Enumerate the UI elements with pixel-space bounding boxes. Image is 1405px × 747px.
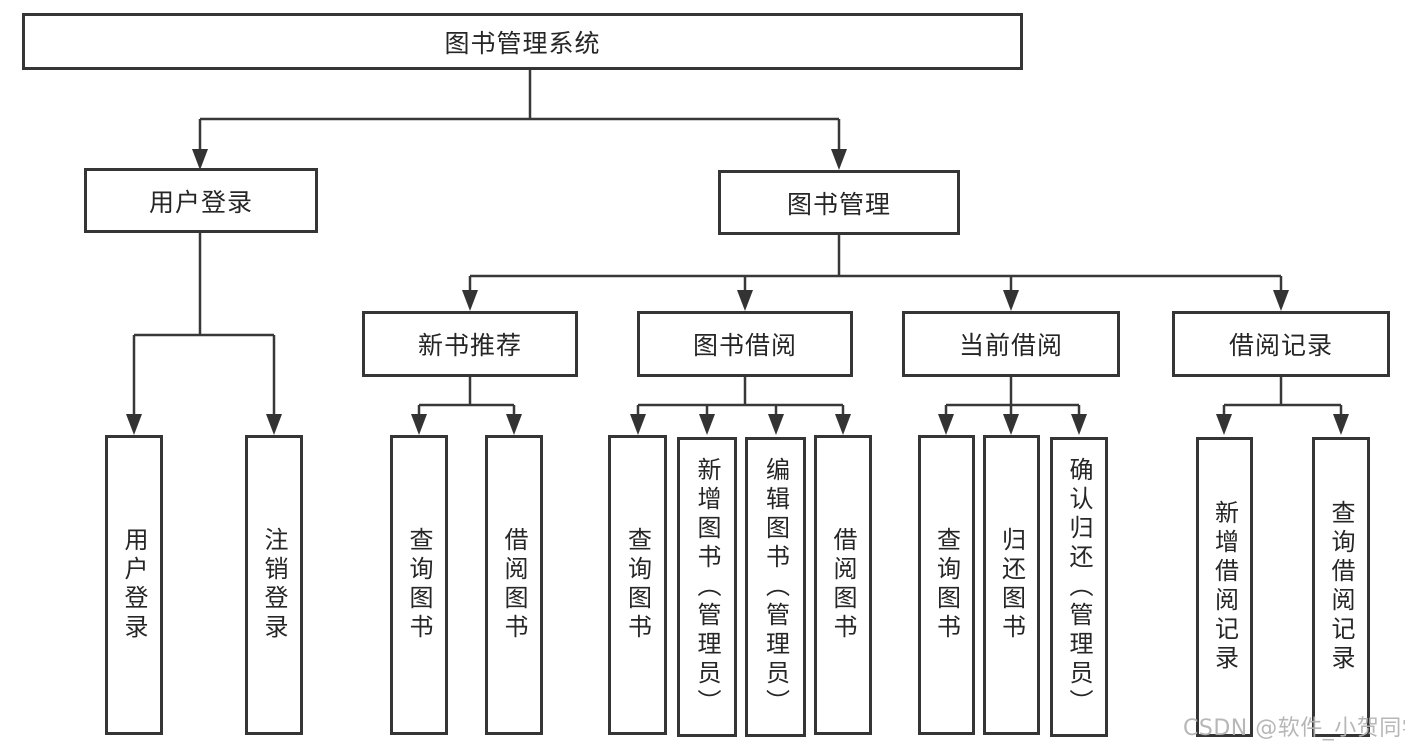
csdn-watermark: CSDN @软件_小贺同学 [1183,716,1405,741]
node-borrowing-records: 借阅记录 [1172,311,1390,377]
leaf-current-query-books: 查询图书 [918,435,975,735]
node-book-management-module: 图书管理 [718,170,960,235]
node-library-management-system: 图书管理系统 [22,13,1023,70]
leaf-logout: 注销登录 [245,435,303,735]
leaf-borrow-add-books-admin: 新增图书（管理员） [677,437,737,737]
leaf-borrow-borrow-books: 借阅图书 [814,435,872,735]
leaf-user-login: 用户登录 [105,435,163,735]
node-current-borrowing: 当前借阅 [902,311,1120,377]
leaf-current-return-books: 归还图书 [983,435,1040,735]
node-book-borrowing: 图书借阅 [637,311,853,377]
leaf-records-add-borrow-record: 新增借阅记录 [1196,437,1253,737]
leaf-borrow-edit-books-admin: 编辑图书（管理员） [745,437,806,737]
node-new-book-recommend: 新书推荐 [362,311,578,377]
leaf-borrow-query-books: 查询图书 [608,435,667,735]
leaf-current-confirm-return-admin: 确认归还（管理员） [1050,437,1108,737]
node-user-login-module: 用户登录 [84,168,318,233]
leaf-recommend-borrow-books: 借阅图书 [485,435,543,735]
leaf-recommend-query-books: 查询图书 [390,435,448,735]
leaf-records-query-borrow-record: 查询借阅记录 [1312,437,1370,737]
